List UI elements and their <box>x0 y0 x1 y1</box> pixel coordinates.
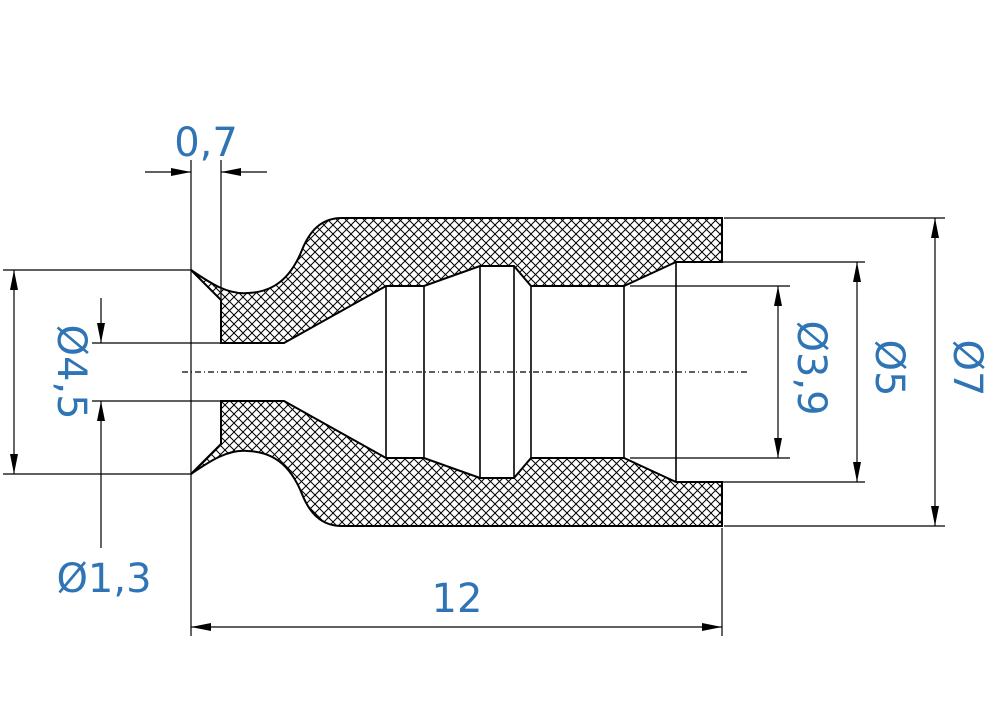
dimension-label-lip-diameter: Ø4,5 <box>48 324 94 419</box>
dimension-label-overall-length: 12 <box>432 576 483 622</box>
dimension-inner-bore-diameter: Ø3,9 <box>774 286 834 458</box>
extension-lines <box>3 160 945 636</box>
upper-wall-section <box>190 217 723 344</box>
dimension-label-orifice-diameter: Ø1,3 <box>56 556 151 602</box>
lower-wall-section <box>190 400 723 527</box>
dimension-label-wall-thickness: 0,7 <box>174 120 238 166</box>
dimension-wall-thickness: 0,7 <box>145 120 267 176</box>
dimension-outer-diameter: Ø7 <box>931 218 990 526</box>
dimension-counterbore-diameter: Ø5 <box>853 262 912 482</box>
dimension-orifice-diameter: Ø1,3 <box>56 298 152 602</box>
dimension-label-inner-bore-diameter: Ø3,9 <box>788 320 834 415</box>
dimension-lip-diameter: Ø4,5 <box>10 270 94 474</box>
dimension-label-counterbore-diameter: Ø5 <box>866 340 912 397</box>
dimension-label-outer-diameter: Ø7 <box>944 340 990 397</box>
dimension-overall-length: 12 <box>191 576 722 631</box>
